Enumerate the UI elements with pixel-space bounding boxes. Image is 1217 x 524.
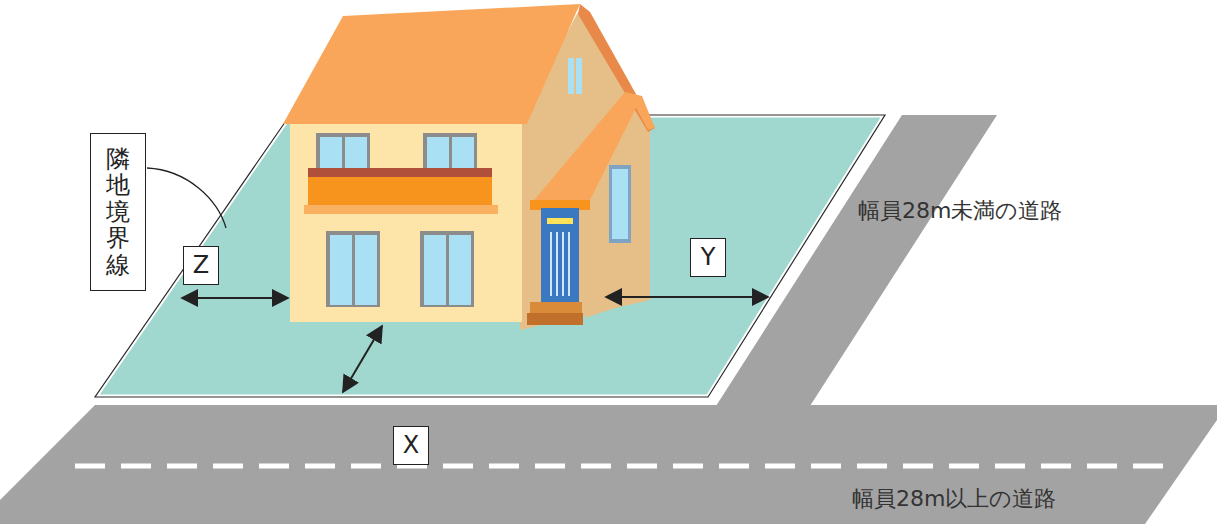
wing-front (536, 205, 585, 303)
boundary-label-box: 隣地境界線 (90, 133, 146, 291)
wing-window (609, 165, 631, 243)
balcony (304, 168, 498, 214)
gable-vent (568, 58, 582, 94)
upper-windows (316, 133, 477, 171)
road-label: 幅員28m以上の道路 (852, 484, 1056, 514)
dimension-box: Z (183, 246, 219, 285)
lot (95, 115, 885, 397)
wide-road (0, 405, 1217, 524)
center-line (75, 464, 1165, 469)
step (527, 313, 583, 325)
dimension-arrow (343, 326, 382, 392)
wing-roof (530, 92, 655, 210)
roof (283, 4, 580, 124)
door (541, 208, 579, 302)
leader-line (147, 168, 226, 228)
dimension-letter: Z (193, 252, 209, 278)
dimension-letter: X (403, 432, 419, 458)
lower-windows (326, 231, 474, 307)
dimension-letter: Y (701, 244, 716, 270)
dimension-arrow (606, 296, 768, 298)
step (530, 302, 582, 313)
dimension-box: Y (690, 238, 726, 277)
vertical-label: 隣地境界線 (106, 146, 130, 278)
lot-outline (95, 115, 885, 397)
road-label: 幅員28m未満の道路 (858, 196, 1062, 226)
front-wall (290, 120, 522, 322)
dimension-box: X (393, 426, 429, 465)
dimension-arrow (182, 297, 288, 299)
